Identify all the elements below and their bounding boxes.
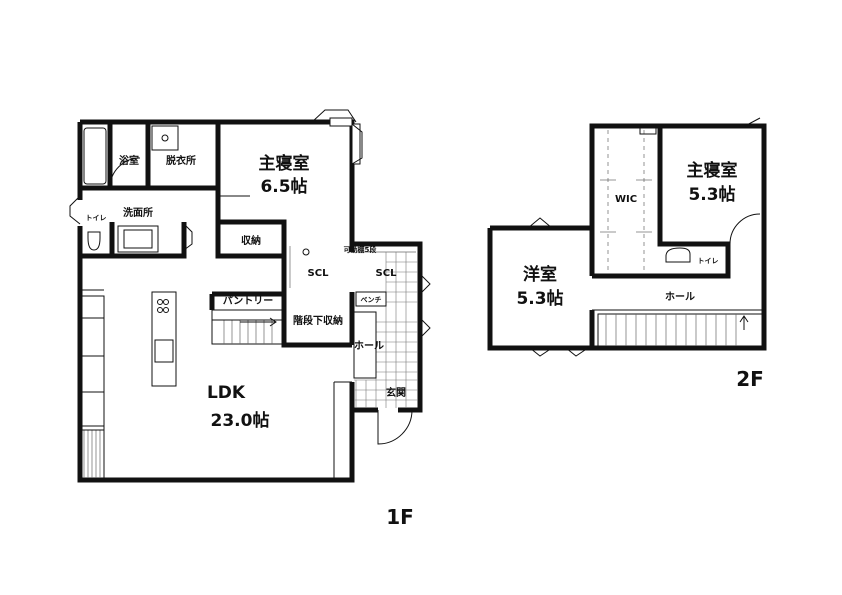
door-swing [109,157,141,189]
room-label-hall-1f: ホール [354,340,384,352]
room-label-dressing: 脱衣所 [166,154,196,167]
wall [352,241,423,413]
room-label-hall-2f: ホール [665,291,695,303]
room-label-toilet-2f: トイレ [698,257,719,265]
room-size-ldk: 23.0帖 [211,410,270,431]
room-label-wic: WIC [615,194,637,205]
room-label-ldk: LDK [207,383,246,403]
water-heater-icon [302,248,310,256]
staircase [211,309,285,345]
room-label-bath: 浴室 [119,154,139,167]
door-swing [729,213,761,245]
room-label-storage: 収納 [241,234,261,247]
room-label-scl-2: SCL [376,268,398,279]
kitchen-island [151,291,177,387]
room-label-under-stair-storage: 階段下収納 [293,314,343,327]
room-label-toilet: トイレ [86,214,107,222]
wall [589,123,767,351]
toilet-fixture [87,231,101,251]
staircase [597,313,763,347]
floor-2-plan: WIC 主寝室 5.3帖 トイレ 洋室 5.3帖 ホール 2F [487,117,767,391]
counter [79,295,105,427]
wall [77,226,355,483]
wall [592,126,731,279]
sink-vanity [117,225,159,253]
deck [80,296,105,478]
label-bench: ベンチ [361,296,382,304]
room-label-western-room: 洋室 [523,264,557,285]
room-size-western-room: 5.3帖 [516,288,563,309]
toilet-fixture [665,247,691,263]
window [69,109,431,483]
room-label-master-bedroom: 主寝室 [259,153,310,174]
bathtub [83,127,107,185]
window [744,117,761,127]
wall [281,244,352,348]
floor-label-1f: 1F [386,505,414,529]
washing-machine [151,125,179,151]
floor-1-plan: 浴室 脱衣所 洗面所 トイレ 主寝室 6.5帖 収納 可動棚5段 SCL SCL… [69,109,431,529]
wall [487,228,595,351]
room-label-entrance: 玄関 [386,386,406,399]
room-label-washroom: 洗面所 [123,206,153,219]
floor-label-2f: 2F [736,367,764,391]
window [527,217,553,229]
room-label-pantry: パントリー [223,295,274,307]
room-size-master-bedroom-2f: 5.3帖 [688,184,735,205]
room-size-master-bedroom: 6.5帖 [260,176,307,197]
tile-floor [353,252,418,408]
room-label-master-bedroom-2f: 主寝室 [687,160,738,181]
window [565,347,589,357]
room-label-scl-1: SCL [308,268,330,279]
wall [80,222,187,259]
wic-rails [600,125,657,272]
entrance-door [377,409,413,445]
label-shelves: 可動棚5段 [344,245,377,254]
window [529,347,553,357]
